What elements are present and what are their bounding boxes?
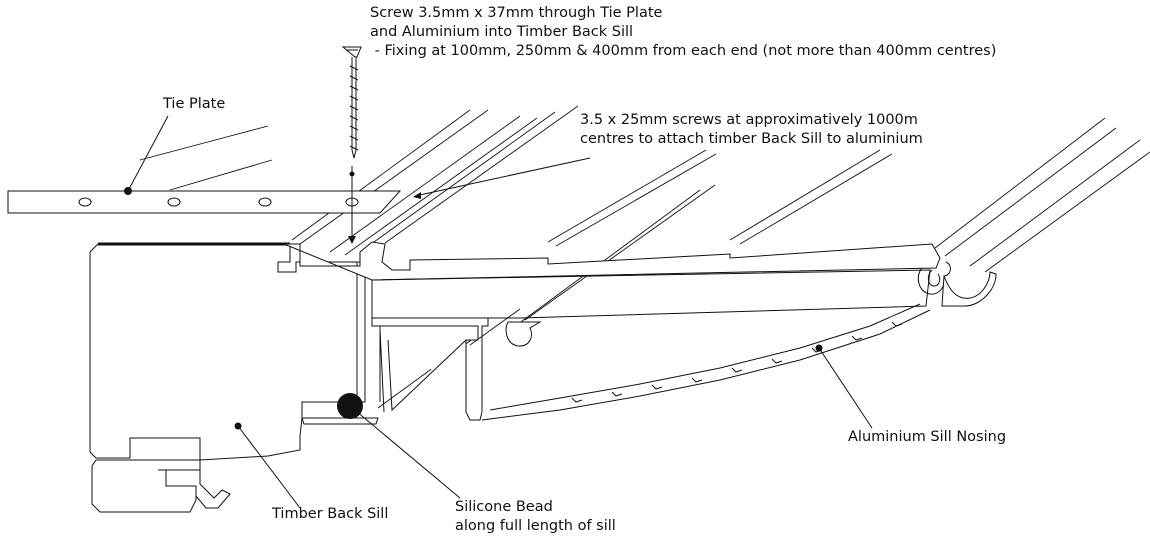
- tie-plate-leader: [127, 115, 169, 192]
- silicone-bead-label-line-2: along full length of sill: [455, 518, 616, 534]
- screw-label-line-2: and Aluminium into Timber Back Sill: [370, 24, 634, 40]
- screws-label-line-2: centres to attach timber Back Sill to al…: [580, 131, 923, 147]
- aluminium-nosing-shape: [283, 241, 997, 425]
- screws-label-line-1: 3.5 x 25mm screws at approximatively 100…: [580, 112, 918, 128]
- aluminium-sill-nosing-leader: [818, 347, 873, 429]
- timber-back-sill-shape: [89, 242, 358, 513]
- screw-shape: [341, 46, 362, 244]
- screws-leader: [414, 157, 591, 197]
- tie-plate-hole: [78, 197, 92, 207]
- silicone-bead-leader: [349, 405, 461, 499]
- screw-label-line-3: - Fixing at 100mm, 250mm & 400mm from ea…: [370, 43, 997, 59]
- timber-back-sill-label: Timber Back Sill: [272, 506, 389, 522]
- tie-plate-hole: [167, 197, 181, 207]
- aluminium-sill-nosing-label: Aluminium Sill Nosing: [848, 429, 1007, 445]
- tie-plate-label: Tie Plate: [163, 96, 226, 112]
- tie-plate-shape: [7, 125, 402, 214]
- silicone-bead-label-line-1: Silicone Bead: [455, 499, 553, 515]
- timber-back-sill-leader: [237, 425, 301, 509]
- tie-plate-hole: [258, 197, 272, 207]
- extrusion-perspective-lines: [291, 105, 1150, 409]
- screw-label-line-1: Screw 3.5mm x 37mm through Tie Plate: [370, 5, 663, 21]
